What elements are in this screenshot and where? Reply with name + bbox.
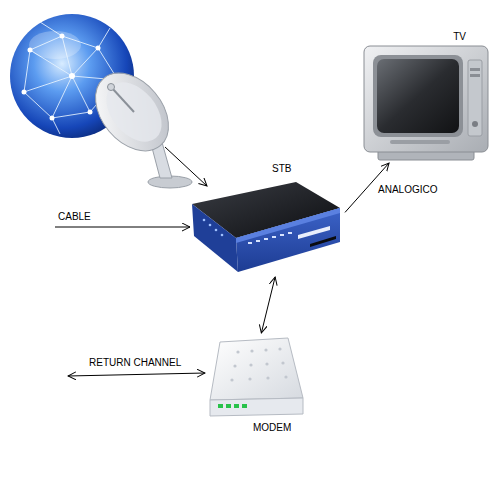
modem-device: MODEM bbox=[208, 336, 305, 434]
modem-device-art bbox=[208, 336, 305, 418]
device-label: MODEM bbox=[208, 421, 305, 434]
device-label: STB bbox=[190, 162, 342, 175]
cable-label: CABLE bbox=[57, 211, 92, 223]
cable-arrow bbox=[55, 227, 190, 228]
edge-label: ANALOGICO bbox=[377, 184, 438, 196]
device-label: TV bbox=[360, 30, 492, 43]
return-channel-label: RETURN CHANNEL bbox=[88, 357, 182, 369]
signal-arrow bbox=[165, 147, 207, 186]
set-top-box-art bbox=[190, 180, 342, 274]
connector-arrow bbox=[261, 277, 275, 333]
tv-set-art bbox=[360, 46, 492, 160]
tv-set: TV bbox=[360, 30, 492, 160]
return-channel-arrow bbox=[68, 373, 205, 376]
satellite-dish bbox=[81, 59, 192, 188]
set-top-box: STB bbox=[190, 162, 342, 274]
